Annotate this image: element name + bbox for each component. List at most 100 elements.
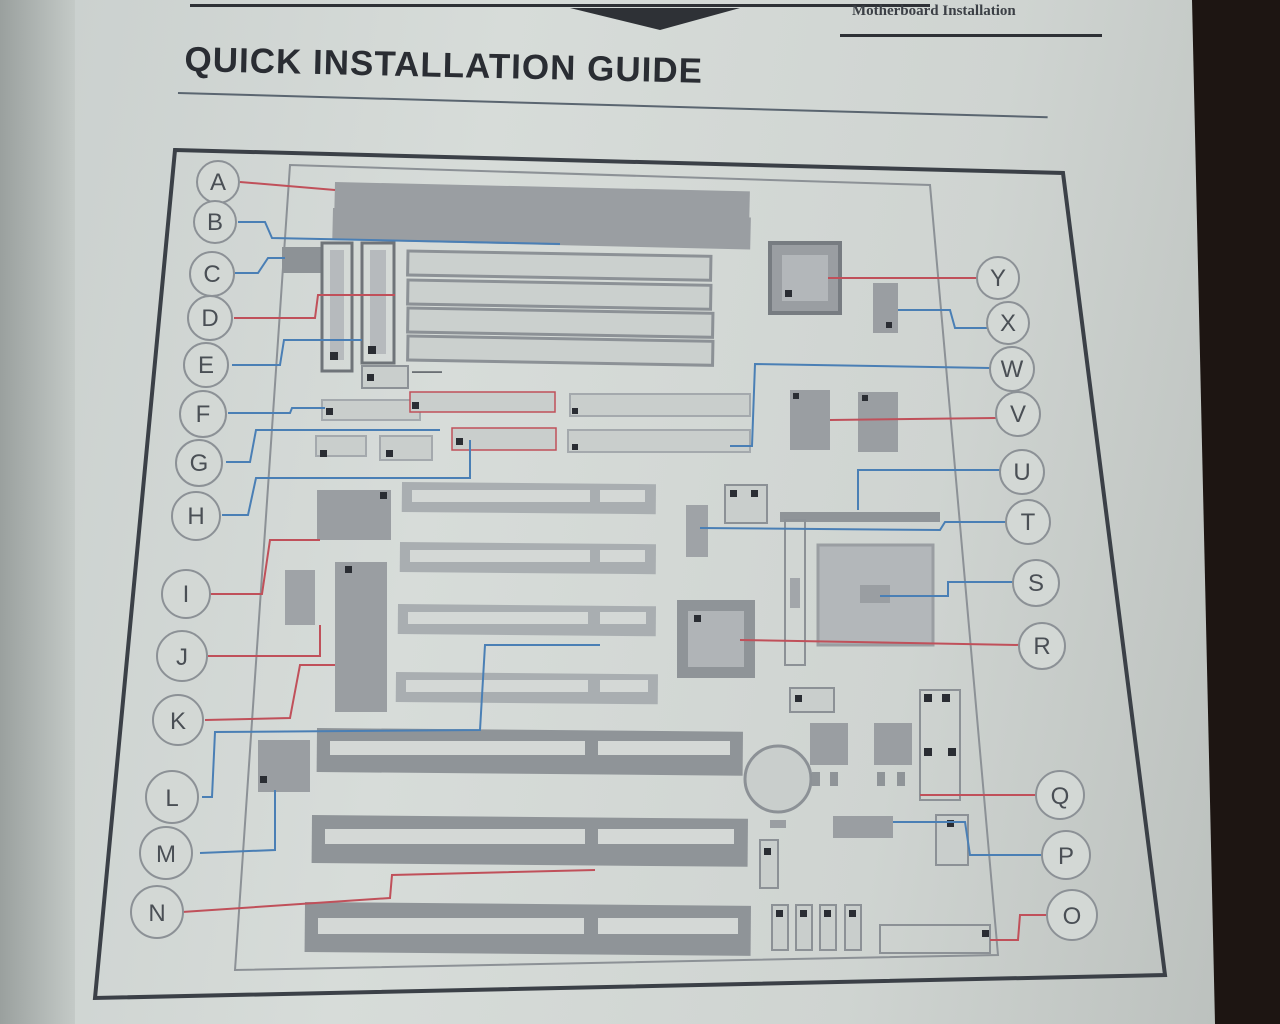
leader-n: [181, 869, 596, 913]
pin-1-marker: [326, 408, 333, 415]
callout-label-q: Q: [1051, 783, 1070, 810]
battery-clip: [770, 820, 786, 828]
callout-label-l: L: [165, 785, 178, 812]
callout-label-g: G: [190, 450, 209, 477]
pin-1-marker: [456, 438, 463, 445]
header-section-title: Motherboard Installation: [852, 3, 1016, 19]
callout-circle: [995, 391, 1041, 437]
chip-leg: [812, 772, 820, 786]
callout-circle: [156, 630, 208, 682]
leader-x: [898, 309, 990, 329]
chip-c: [282, 247, 322, 273]
callout-label-h: H: [187, 503, 204, 530]
dip-switches: [771, 904, 862, 951]
power-connector-o: [879, 924, 991, 954]
connector-d-inner: [330, 250, 344, 360]
connector-d: [320, 241, 354, 373]
callout-letters: A B C D E F G H I J K L M N Y X W V U T …: [148, 169, 1081, 930]
vrm-strip: [784, 519, 806, 666]
leader-r: [739, 639, 1021, 646]
simm-slot-2: [406, 278, 713, 311]
callout-label-o: O: [1063, 903, 1082, 930]
callout-circle: [183, 342, 229, 388]
callout-label-s: S: [1028, 570, 1044, 597]
callout-label-a: A: [210, 169, 226, 196]
callout-label-p: P: [1058, 843, 1074, 870]
callout-label-i: I: [183, 581, 190, 608]
leader-t: [699, 521, 1008, 532]
callout-label-b: B: [207, 209, 223, 236]
callout-circle: [161, 569, 211, 619]
chip-leg: [877, 772, 885, 786]
jumper-pin: [751, 490, 758, 497]
leader-e: [232, 339, 362, 366]
page-shadow: [0, 0, 75, 1024]
vrm-element: [790, 578, 800, 608]
pci-slot-4-inner: [600, 680, 648, 692]
leader-lines: [181, 181, 1050, 941]
jumper-pin: [924, 694, 932, 702]
callout-label-u: U: [1013, 459, 1030, 486]
leader-i: [210, 539, 320, 595]
jumper-pin: [800, 910, 807, 917]
callout-circle: [986, 301, 1030, 345]
callout-label-v: V: [1010, 401, 1026, 428]
callout-label-t: T: [1021, 509, 1036, 536]
pin-1-marker: [785, 290, 792, 297]
jumper-pin: [924, 748, 932, 756]
callout-label-x: X: [1000, 310, 1016, 337]
board-components: ▬▬▬▬▬: [258, 182, 991, 956]
callout-circle: [145, 770, 199, 824]
isa-slot-1-inner: [598, 741, 730, 755]
io-bar-2: [332, 208, 751, 250]
callouts-left: [130, 160, 240, 939]
callout-label-w: W: [1001, 356, 1024, 383]
diagram-frame: [92, 147, 1168, 1001]
callout-circle: [999, 449, 1045, 495]
leader-p: [893, 821, 1045, 856]
chip-i: [285, 570, 315, 625]
jumper-pin: [795, 695, 802, 702]
chip-h: [317, 490, 391, 540]
leader-d: [234, 294, 395, 319]
pci-slots: [395, 482, 658, 705]
pin-1-marker: [862, 395, 868, 401]
pin-1-marker: [412, 402, 419, 409]
jumper-block-q: [919, 689, 961, 801]
pin-1-marker: [982, 930, 989, 937]
chip-k: [335, 562, 387, 712]
jumper-pin: [776, 910, 783, 917]
pci-slot-3-inner: [408, 612, 588, 624]
callout-label-j: J: [176, 644, 188, 671]
leader-l: [202, 644, 600, 798]
leader-g: [226, 429, 440, 463]
isa-slot-2-inner: [325, 829, 585, 844]
pci-slot-2-inner: [410, 550, 590, 562]
chip-m: [258, 740, 310, 792]
header-rule-bottom: [840, 34, 1102, 37]
pin-1-marker: [572, 408, 578, 414]
header-floppy: [409, 391, 556, 413]
chip-leg: [897, 772, 905, 786]
isa-slot-1-inner: [330, 741, 585, 755]
pin-1-marker: [330, 352, 338, 360]
pin-1-marker: [320, 450, 327, 457]
leader-m: [199, 790, 276, 854]
jumper-pin: [824, 910, 831, 917]
callout-label-m: M: [156, 841, 176, 868]
pin-1-marker: [886, 322, 892, 328]
callout-circle: [976, 256, 1020, 300]
pci-slot-2-inner: [600, 550, 645, 562]
leader-w: [730, 362, 991, 447]
callout-circle: [193, 200, 237, 244]
leader-c: [235, 257, 285, 274]
pin-1-marker: [694, 615, 701, 622]
callout-circle: [130, 885, 184, 939]
callout-label-y: Y: [990, 265, 1006, 292]
leader-f: [228, 407, 325, 414]
jumper-pin: [764, 848, 771, 855]
callouts-right: [976, 256, 1098, 941]
pci-slot-4-inner: [406, 680, 588, 692]
chip-small-center: [686, 505, 708, 557]
